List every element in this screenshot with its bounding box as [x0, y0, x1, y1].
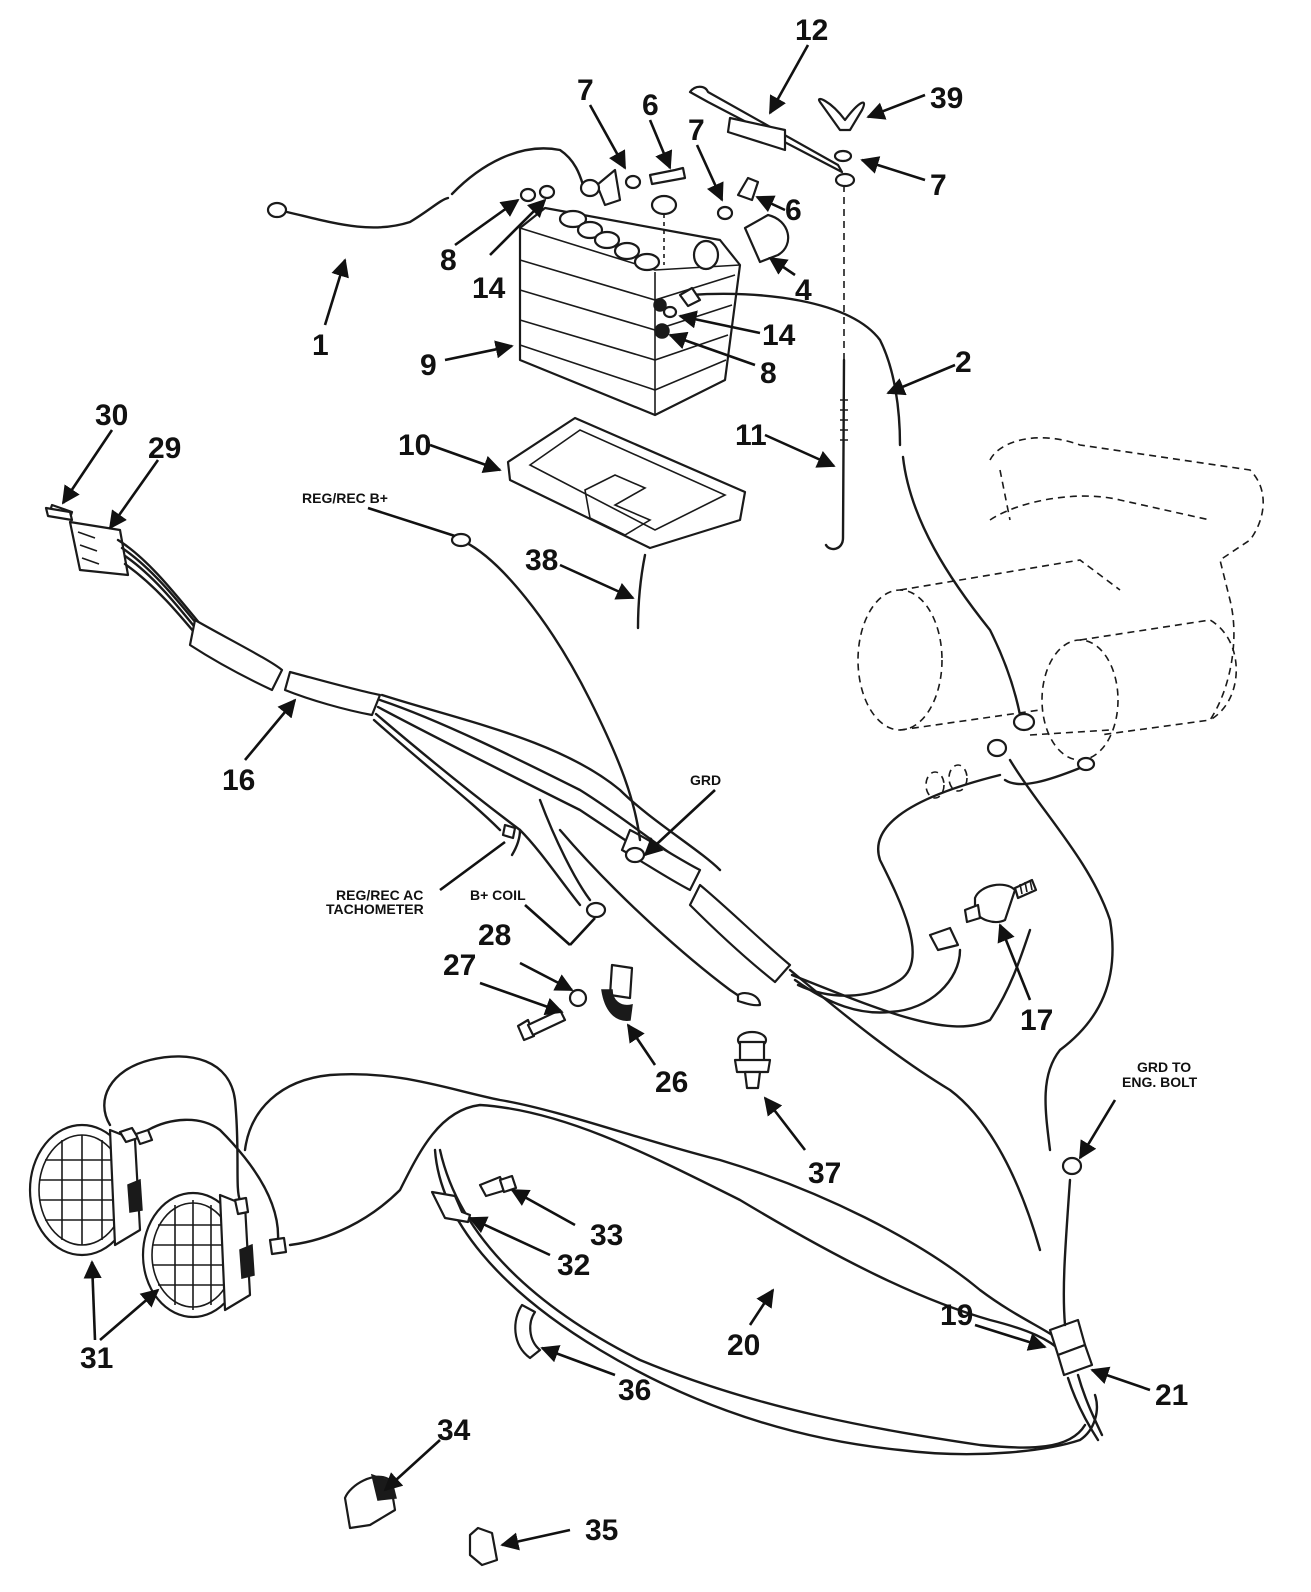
callout-34: 34	[437, 1414, 471, 1447]
wing-nut	[817, 97, 866, 163]
label-b-plus-coil: B+ COIL	[470, 887, 526, 903]
label-tachometer: TACHOMETER	[326, 901, 424, 917]
callout-37: 37	[808, 1157, 841, 1190]
battery-vent-caps	[558, 209, 661, 272]
callout-36: 36	[618, 1374, 651, 1407]
battery-cable-positive	[678, 286, 1036, 732]
callout-14b: 14	[762, 319, 796, 352]
callout-31: 31	[80, 1342, 113, 1375]
label-grd-to: GRD TO	[1137, 1059, 1191, 1075]
callout-16: 16	[222, 764, 255, 797]
callout-4: 4	[795, 274, 812, 307]
battery-tray	[506, 416, 747, 550]
oil-pressure-switch	[928, 878, 1038, 952]
callout-39: 39	[930, 82, 963, 115]
terminal-post	[733, 1030, 772, 1090]
callout-33: 33	[590, 1219, 623, 1252]
hold-down-rod	[824, 185, 848, 551]
wire-labels: REG/REC B+ GRD REG/REC AC TACHOMETER B+ …	[302, 490, 1198, 1090]
headlight-right	[141, 1191, 255, 1319]
callout-7b: 7	[688, 114, 705, 147]
callout-20: 20	[727, 1329, 760, 1362]
callout-26: 26	[655, 1066, 688, 1099]
callout-6b: 6	[785, 194, 802, 227]
callout-7c: 7	[930, 169, 947, 202]
main-harness	[48, 503, 1042, 1252]
headlight-harness	[103, 1055, 1099, 1456]
callout-30: 30	[95, 399, 128, 432]
callout-12: 12	[795, 14, 828, 47]
callout-7a: 7	[577, 74, 594, 107]
leader-arrows	[61, 44, 1151, 1551]
callout-6a: 6	[642, 89, 659, 122]
branch-leads	[450, 532, 762, 1007]
battery	[518, 206, 742, 417]
battery-cable-negative	[266, 147, 601, 229]
callout-29: 29	[148, 432, 181, 465]
callout-8a: 8	[440, 244, 457, 277]
callout-21: 21	[1155, 1379, 1188, 1412]
callout-9: 9	[420, 349, 437, 382]
label-eng-bolt: ENG. BOLT	[1122, 1074, 1198, 1090]
small-parts	[343, 1174, 542, 1567]
callout-10: 10	[398, 429, 431, 462]
callout-8b: 8	[760, 357, 777, 390]
callout-2: 2	[955, 346, 972, 379]
callout-14a: 14	[472, 272, 506, 305]
callout-32: 32	[557, 1249, 590, 1282]
clamp-hardware	[516, 963, 634, 1042]
harness-grommets	[1048, 1156, 1104, 1442]
engine-outline	[857, 437, 1264, 799]
callout-28: 28	[478, 919, 511, 952]
callout-11: 11	[735, 419, 767, 452]
callout-numbers: 1 2 4 6 6 7 7 7 8 8 9 10 11 12 14 14 16 …	[80, 14, 1188, 1547]
label-grd: GRD	[690, 772, 721, 788]
callout-19: 19	[940, 1299, 973, 1332]
hold-down-bracket	[688, 85, 856, 188]
label-reg-rec-b-plus: REG/REC B+	[302, 490, 388, 506]
connector-pin	[44, 506, 74, 522]
ground-cable	[986, 738, 1114, 1152]
label-reg-rec-ac: REG/REC AC	[336, 887, 423, 903]
callout-38: 38	[525, 544, 558, 577]
headlight-left	[28, 1123, 143, 1257]
vent-tube	[636, 553, 647, 630]
callout-17: 17	[1020, 1004, 1053, 1037]
callout-1: 1	[312, 329, 329, 362]
callout-35: 35	[585, 1514, 618, 1547]
terminal-hardware	[519, 166, 790, 319]
callout-27: 27	[443, 949, 476, 982]
